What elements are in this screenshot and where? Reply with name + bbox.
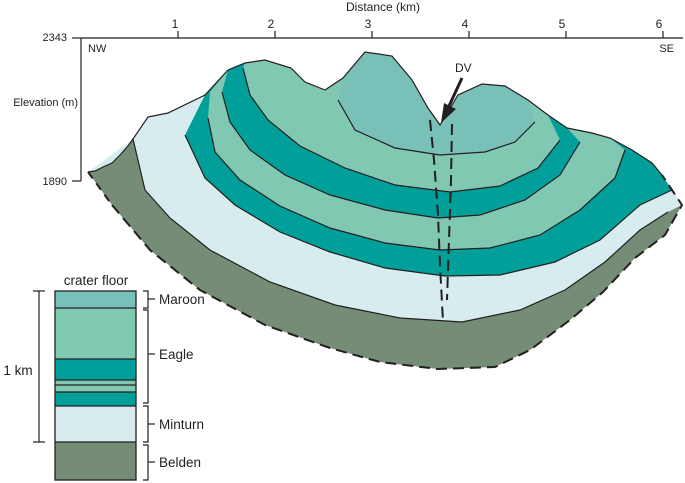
elevation-axis-title: Elevation (m) — [13, 97, 78, 109]
elevation-top-label: 2343 — [43, 32, 67, 44]
tick-label-2: 2 — [268, 17, 275, 31]
ground-surface-line — [87, 51, 663, 176]
legend-maroon-swatch — [55, 291, 136, 308]
legend-eagle-mid-swatch — [55, 380, 136, 392]
legend-label-maroon: Maroon — [159, 292, 205, 307]
legend-eagle-light-swatch — [55, 308, 136, 359]
dv-annotation: DV — [441, 61, 472, 123]
legend-belden-swatch — [55, 442, 136, 480]
unit-brackets — [143, 290, 155, 481]
elevation-axis: 2343 1890 Elevation (m) NW SE — [13, 32, 674, 188]
scale-bar-label: 1 km — [3, 363, 32, 378]
tick-label-1: 1 — [172, 17, 179, 31]
direction-se-label: SE — [659, 43, 674, 55]
tick-label-5: 5 — [559, 17, 566, 31]
contact-line-belden-minturn — [132, 138, 669, 323]
scale-bar — [33, 290, 45, 443]
elevation-bottom-label: 1890 — [43, 176, 67, 188]
inferred-left-edge — [87, 171, 113, 206]
contact-line-eagle-2 — [221, 91, 581, 219]
legend-minturn-swatch — [55, 406, 136, 442]
inferred-base-boundary — [111, 174, 684, 371]
direction-nw-label: NW — [88, 43, 107, 55]
maroon-layer — [338, 52, 535, 155]
distance-axis-title: Distance (km) — [346, 0, 420, 14]
dv-fault-trace — [429, 119, 444, 323]
dv-label: DV — [455, 61, 472, 75]
legend-column-frame — [54, 290, 137, 481]
dv-fault-trace-2 — [446, 123, 453, 301]
tick-label-3: 3 — [365, 17, 372, 31]
tick-label-6: 6 — [656, 17, 663, 31]
dv-arrow-icon — [441, 103, 456, 123]
distance-axis: Distance (km) 1 2 3 4 5 6 — [81, 0, 683, 39]
legend-label-belden: Belden — [159, 455, 201, 470]
legend-eagle-dark-swatch — [55, 359, 136, 380]
stratigraphic-column: crater floor Maroon E — [0, 273, 205, 481]
tick-label-4: 4 — [462, 17, 469, 31]
legend-eagle-dark2-swatch — [55, 392, 136, 406]
crater-floor-label: crater floor — [64, 273, 129, 288]
legend-label-minturn: Minturn — [159, 417, 204, 432]
contact-line-eagle-1 — [207, 117, 626, 251]
contact-line-eagle-3 — [242, 67, 561, 193]
contact-line-maroon — [337, 99, 536, 156]
cross-section — [87, 51, 684, 371]
contact-line-minturn-eagle — [184, 134, 673, 277]
legend-label-eagle: Eagle — [159, 347, 194, 362]
